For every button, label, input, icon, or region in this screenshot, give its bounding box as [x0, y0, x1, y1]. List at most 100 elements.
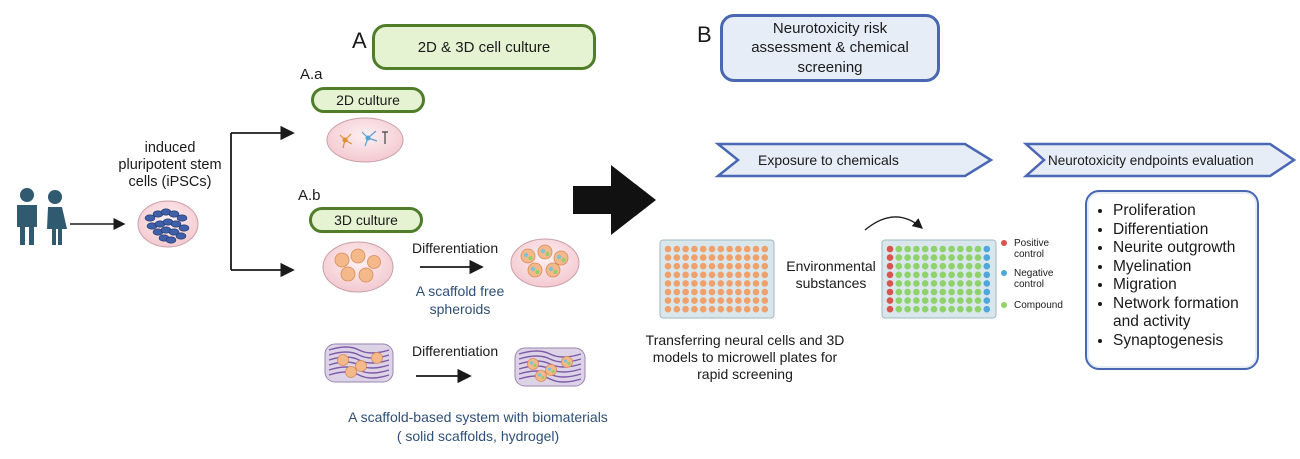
scaffold-cell-dot [537, 373, 542, 377]
plate-well [664, 245, 672, 253]
transfer-line2: models to microwell plates for [652, 349, 838, 365]
scaffold-matrix [328, 346, 390, 379]
plate-well [957, 262, 964, 270]
plate-well [895, 245, 903, 253]
endpoint-item: Network formation and activity [1113, 295, 1257, 332]
plate-well [708, 245, 716, 253]
endpoint-item: Proliferation [1113, 202, 1257, 221]
plate-well [743, 305, 751, 313]
scaffold-cell-dot [551, 369, 555, 374]
differentiated-scaffold-dish [514, 347, 586, 387]
plate-well [957, 305, 964, 313]
legend-positive-line2: control [1014, 249, 1045, 260]
plate-well [948, 262, 955, 270]
plate-well [708, 305, 716, 313]
plate-well [673, 288, 681, 296]
plate-well [913, 305, 920, 313]
scaffold-cell [371, 352, 383, 364]
plate-well [682, 305, 689, 313]
env-line2: substances [795, 275, 867, 291]
plate-well [735, 280, 742, 287]
plate-well [708, 262, 716, 270]
plate-well [939, 254, 947, 261]
plate-well [965, 271, 973, 279]
plate-well [752, 262, 760, 270]
plate-well [761, 305, 769, 313]
plate-well [726, 262, 733, 270]
plate-well [717, 245, 725, 253]
plate-well [717, 262, 725, 270]
plate-well [939, 280, 947, 287]
scaffold-free-line2: spheroids [429, 301, 491, 317]
plate-well [974, 245, 982, 253]
spheroid-cell [535, 270, 540, 274]
scaffold-cell-dot [533, 363, 537, 368]
plate-well [904, 254, 911, 261]
spheroid [358, 267, 374, 283]
transfer-line1: Transferring neural cells and 3D [645, 332, 845, 348]
positive-dot-icon [1001, 240, 1007, 246]
plate-well [664, 280, 672, 287]
legend-negative-line1: Negative [1014, 268, 1054, 279]
plate-well [886, 271, 894, 279]
plate-well [948, 297, 955, 304]
plate-well [886, 254, 894, 261]
transfer-caption: Transferring neural cells and 3D models … [625, 332, 865, 383]
big-arrow [573, 165, 656, 235]
plate-well [726, 245, 733, 253]
plate-well [904, 262, 911, 270]
spheroids [334, 248, 381, 283]
2d-culture-label: 2D culture [311, 87, 425, 113]
plate-well [921, 280, 929, 287]
scaffold-free-caption: A scaffold free spheroids [395, 282, 525, 318]
spheroid-cell [528, 256, 533, 260]
plate-well [743, 262, 751, 270]
microwell-plate-1 [659, 239, 775, 319]
plate-well [939, 297, 947, 304]
plate-well [930, 254, 938, 261]
transfer-line3: rapid screening [697, 366, 793, 382]
plate-well [699, 288, 707, 296]
plate-well [664, 288, 672, 296]
plate-well [895, 262, 903, 270]
plate-well [965, 262, 973, 270]
2d-culture-dish [326, 117, 404, 163]
plate-well [974, 271, 982, 279]
plate-well [735, 245, 742, 253]
plate-well [726, 297, 733, 304]
plate-well [983, 262, 991, 270]
section-a-title: 2D & 3D cell culture [372, 24, 596, 70]
plate-well [913, 245, 920, 253]
plate-well [682, 254, 689, 261]
plate-well [886, 245, 894, 253]
plate-well [948, 288, 955, 296]
spheroid [537, 244, 553, 260]
plate-well [983, 297, 991, 304]
scaffold-cell [527, 358, 539, 370]
plate-well [948, 271, 955, 279]
plate-well [752, 288, 760, 296]
plate-well [965, 305, 973, 313]
section-b-letter: B [697, 22, 712, 47]
plate-well [682, 280, 689, 287]
plate-well [965, 297, 973, 304]
plate-well [708, 297, 716, 304]
plate-well [735, 297, 742, 304]
plate-well [761, 254, 769, 261]
plate-well [895, 297, 903, 304]
plate-well [673, 280, 681, 287]
plate-well [708, 254, 716, 261]
spheroid-cell [523, 252, 529, 258]
plate-well [886, 288, 894, 296]
plate-well [699, 271, 707, 279]
endpoints-chevron [1022, 142, 1297, 178]
endpoints-list-box: Proliferation Differentiation Neurite ou… [1085, 190, 1259, 370]
ipsc-line1: induced [144, 140, 196, 156]
section-b-title-line2: assessment & chemical [751, 39, 909, 57]
spheroid [367, 255, 381, 269]
ipsc-label: induced pluripotent stem cells (iPSCs) [100, 140, 240, 191]
plate-well [895, 288, 903, 296]
